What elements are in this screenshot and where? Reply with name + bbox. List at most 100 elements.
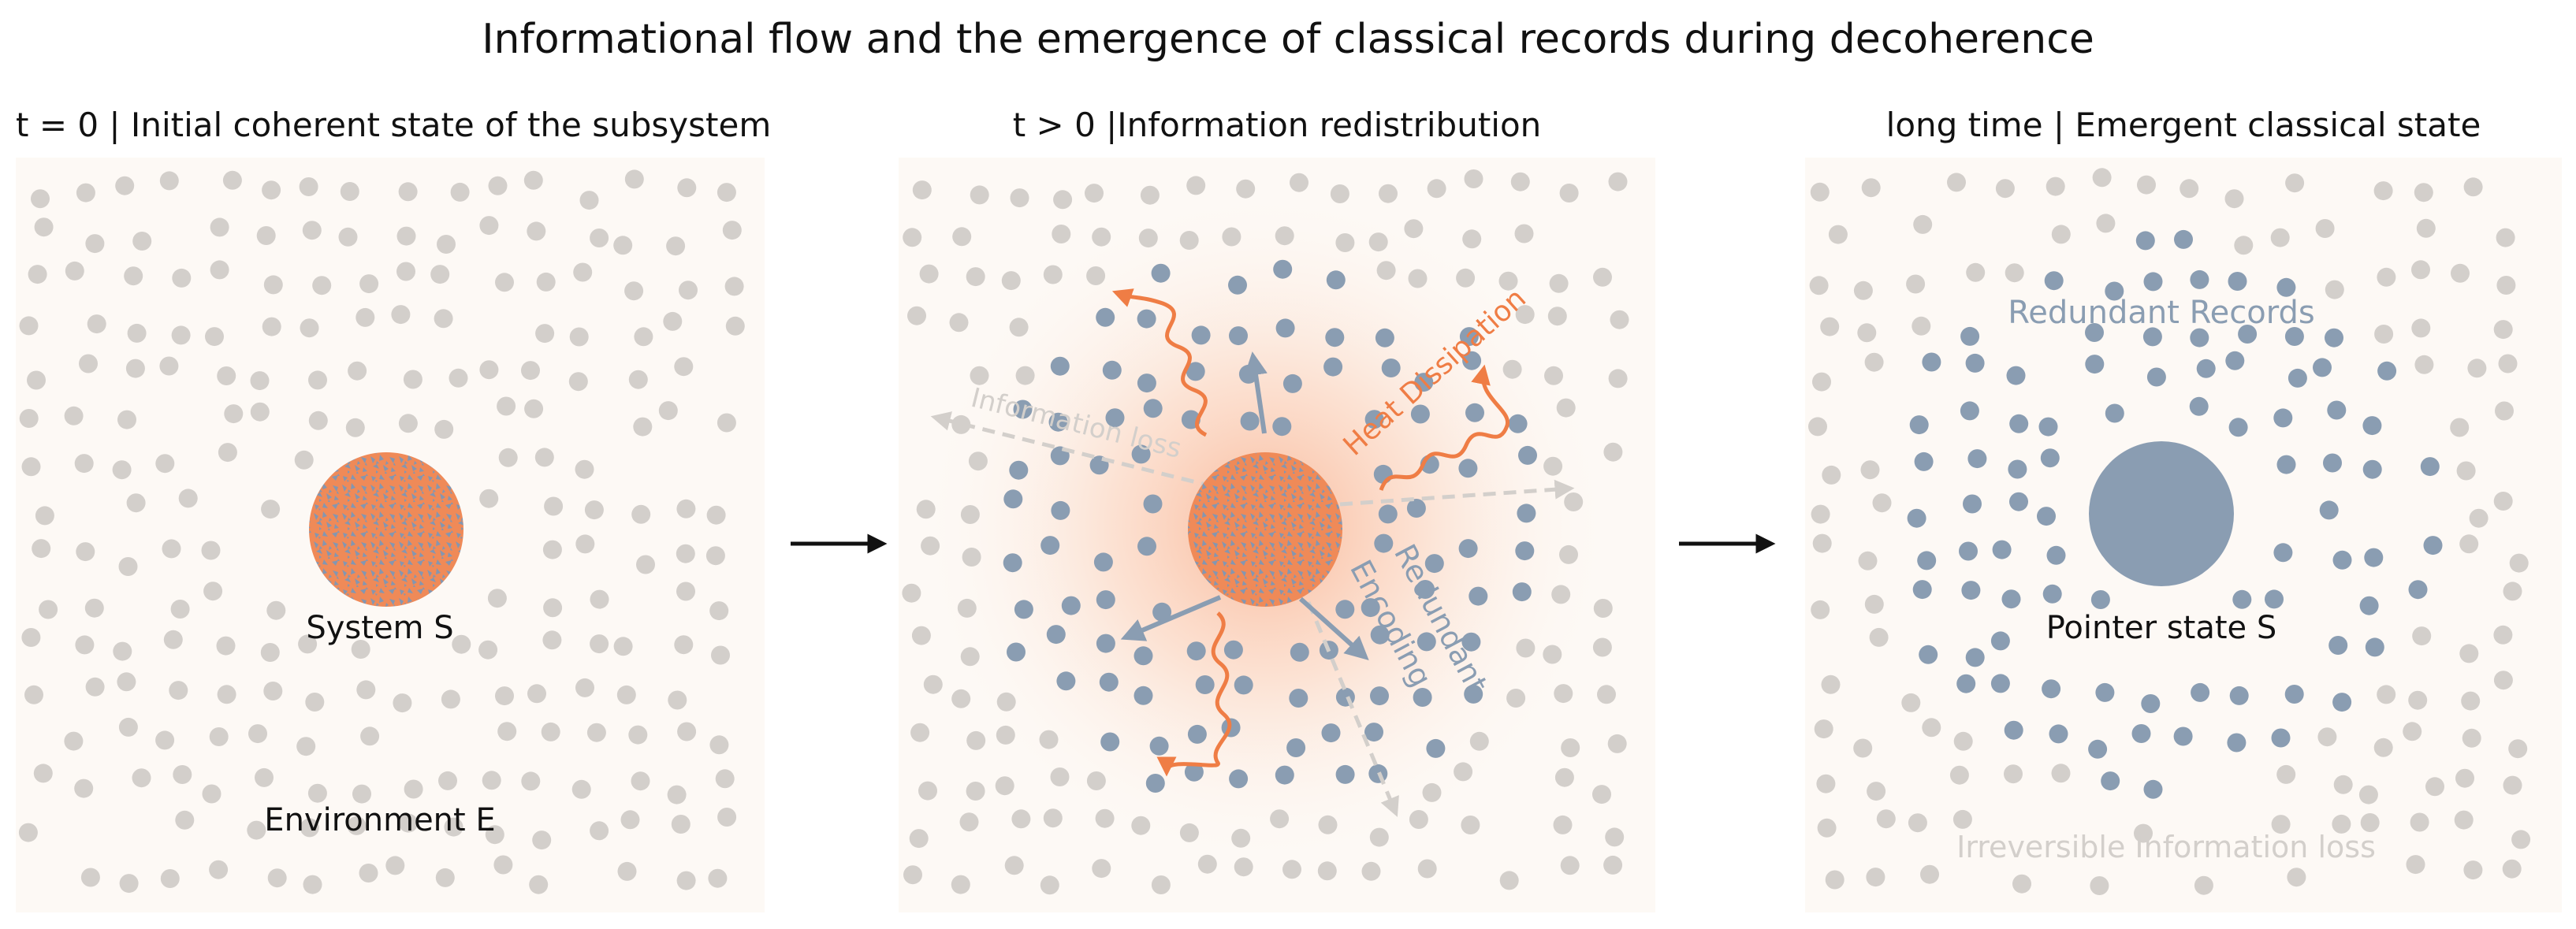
environment-dot [2456,461,2476,481]
environment-dot [2373,738,2393,757]
environment-dot [2271,815,2291,834]
environment-dot [709,735,729,755]
environment-dot [1469,586,1488,606]
environment-dot [437,235,456,254]
environment-dot [1137,373,1156,393]
environment-dot [1517,504,1536,523]
environment-dot [534,448,554,467]
environment-dot [1179,823,1199,842]
environment-dot [172,268,192,288]
environment-dot [912,180,932,200]
environment-dot [2498,354,2518,373]
environment-dot [1228,275,1247,295]
environment-dot [717,183,736,203]
environment-dot [1229,326,1248,346]
environment-dot [1061,596,1081,615]
environment-dot [569,327,589,347]
environment-dot [359,274,379,294]
environment-dot [1275,765,1294,785]
environment-dot [2096,214,2116,233]
environment-dot [2190,328,2209,347]
environment-dot [1853,738,1873,758]
environment-dot [260,643,280,662]
environment-dot [76,183,95,203]
environment-dot [1186,176,1206,195]
environment-dot [2362,459,2382,479]
environment-dot [1092,859,1111,879]
environment-dot [1197,854,1217,874]
environment-dot [1864,352,1884,372]
environment-dot [1422,782,1442,802]
environment-dot [347,816,367,835]
environment-dot [590,229,609,247]
environment-dot [2038,417,2058,437]
environment-dot [2090,876,2109,895]
environment-dot [1179,231,1199,250]
environment-dot [1872,493,1892,513]
environment-dot [1053,190,1073,210]
environment-dot [590,589,609,609]
environment-dot [521,361,540,381]
environment-dot [28,265,47,284]
environment-dot [1508,414,1528,433]
system-speckled-circle [309,452,463,607]
environment-dot [2332,814,2351,834]
environment-dot [524,399,544,418]
environment-dot [676,544,695,563]
environment-dot [171,325,191,345]
environment-dot [1454,762,1473,782]
environment-dot [1867,782,1886,801]
environment-dot [916,500,936,519]
environment-dot [1416,632,1436,652]
environment-dot [715,769,735,789]
environment-dot [709,601,729,621]
environment-dot [300,318,319,338]
environment-dot [628,725,648,745]
environment-dot [35,506,54,526]
environment-dot [404,779,423,799]
environment-dot [1086,266,1106,285]
environment-dot [923,674,943,694]
environment-dot [951,414,971,434]
environment-dot [201,541,221,560]
environment-dot [495,273,514,292]
environment-dot [2234,236,2254,255]
environment-dot [2228,272,2247,291]
environment-dot [340,182,359,201]
environment-dot [2503,582,2522,601]
heat-wave-arrow-down [1156,611,1232,777]
environment-dot [960,647,980,667]
environment-dot [1096,307,1115,327]
environment-dot [1222,227,1241,247]
environment-dot [2143,779,2163,799]
environment-dot [532,831,552,850]
environment-dot [1323,357,1343,377]
environment-dot [209,860,229,879]
environment-dot [1236,179,1256,199]
environment-dot [1995,179,2015,199]
environment-dot [959,812,979,832]
environment-dot [2332,550,2352,570]
environment-dot [1465,403,1484,422]
environment-dot [159,171,179,191]
environment-dot [178,489,198,508]
environment-dot [1544,366,1563,385]
environment-dot [2454,810,2474,830]
environment-dot [117,410,136,429]
environment-dot [1908,813,1927,833]
environment-dot [163,630,183,649]
environment-dot [1404,219,1424,239]
environment-dot [1364,723,1383,742]
environment-dot [676,582,695,601]
environment-dot [74,779,94,798]
environment-dot [1010,188,1029,208]
environment-dot [2273,543,2293,563]
environment-dot [1559,184,1579,203]
environment-dot [2012,874,2031,894]
environment-dot [2366,864,2385,883]
environment-dot [479,489,499,508]
environment-dot [1912,580,1932,600]
environment-dot [2496,276,2516,295]
environment-dot [87,314,106,334]
encoding-arrow-down-right [1298,596,1369,661]
